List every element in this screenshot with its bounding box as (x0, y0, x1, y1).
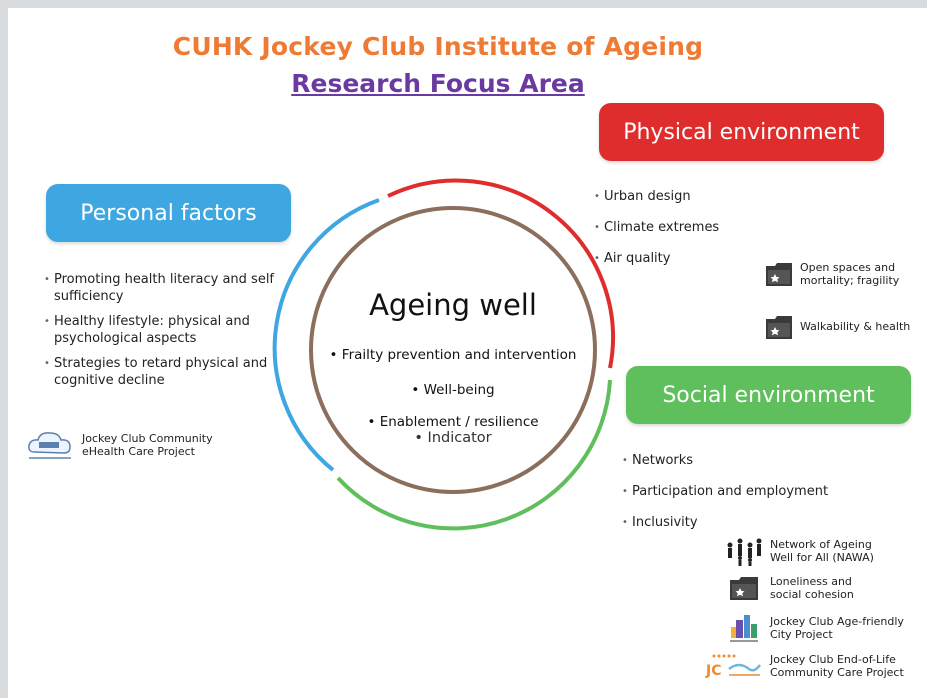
project-name: eHealth Care Project (82, 445, 195, 458)
center-line: • Frailty prevention and intervention (329, 347, 577, 363)
project-name: social cohesion (770, 588, 854, 601)
project-name: Open spaces and (800, 260, 896, 274)
slide: CUHK Jockey Club Institute of Ageing Res… (8, 8, 927, 698)
ring-inner-circle (309, 206, 597, 494)
physical-bullet-list: Urban design Climate extremes Air qualit… (594, 188, 794, 281)
ring-arc-red (387, 178, 615, 369)
social-environment-pill: Social environment (626, 366, 911, 424)
project-walkability: Walkability & health (764, 313, 910, 341)
personal-factors-pill: Personal factors (46, 184, 291, 242)
social-bullet-list: Networks Participation and employment In… (622, 452, 902, 545)
jceol-logo-icon: JC (704, 651, 764, 681)
list-item: Air quality (594, 250, 794, 267)
list-item: Promoting health literacy and self suffi… (44, 271, 284, 305)
folder-star-icon (764, 313, 794, 341)
page-subtitle: Research Focus Area (291, 69, 585, 98)
personal-bullet-list: Promoting health literacy and self suffi… (44, 271, 284, 397)
folder-star-icon (724, 574, 764, 602)
list-item: Participation and employment (622, 483, 902, 500)
project-name: Jockey Club Community (82, 431, 213, 445)
project-name: mortality; fragility (800, 274, 900, 287)
list-item: Healthy lifestyle: physical and psycholo… (44, 313, 284, 347)
svg-text:JC: JC (705, 663, 721, 679)
project-name: City Project (770, 628, 833, 641)
list-item: Urban design (594, 188, 794, 205)
list-item: Networks (622, 452, 902, 469)
project-name: Jockey Club Age-friendly (770, 614, 904, 628)
center-title: Ageing well (369, 288, 537, 322)
city-logo-icon (724, 612, 764, 644)
center-line: • Well-being (411, 382, 495, 398)
center-line: • Indicator (414, 430, 492, 446)
project-name: Walkability & health (800, 320, 911, 334)
list-item: Climate extremes (594, 219, 794, 236)
people-network-icon (724, 536, 764, 566)
folder-star-icon (764, 260, 794, 288)
center-line: • Enablement / resilience (367, 414, 539, 430)
project-name: Jockey Club End-of-Life (770, 652, 896, 666)
list-item: Inclusivity (622, 514, 902, 531)
physical-environment-pill: Physical environment (599, 103, 884, 161)
page-title: CUHK Jockey Club Institute of Ageing (172, 32, 704, 61)
project-name: Community Care Project (770, 666, 904, 679)
project-name: Network of Ageing (770, 537, 872, 551)
cloud-logo-icon (24, 428, 76, 462)
ring-arc-green (336, 379, 612, 531)
project-name: Well for All (NAWA) (770, 551, 874, 564)
list-item: Strategies to retard physical and cognit… (44, 355, 284, 389)
project-name: Loneliness and (770, 574, 852, 588)
